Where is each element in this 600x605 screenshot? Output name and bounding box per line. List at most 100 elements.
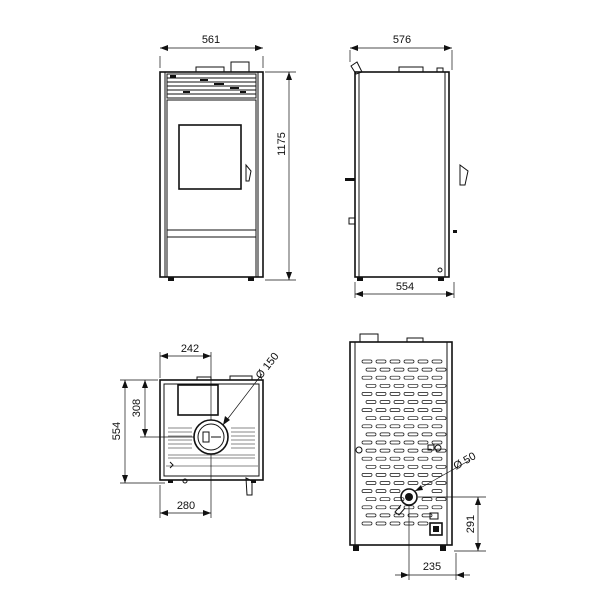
rear-vent-slot bbox=[403, 456, 415, 461]
front-view: 561 1175 bbox=[159, 34, 296, 281]
rear-view: Ø 50 291 235 bbox=[349, 333, 486, 580]
front-top-grille bbox=[166, 73, 257, 99]
rear-vent-slot bbox=[435, 481, 447, 485]
rear-vent-slot bbox=[417, 440, 429, 445]
rear-vent-slot bbox=[407, 464, 419, 469]
rear-vent-slot bbox=[361, 359, 373, 364]
rear-vent-slot bbox=[403, 424, 415, 429]
rear-vent-slot bbox=[393, 481, 405, 485]
rear-vent-slot bbox=[393, 464, 405, 469]
front-height-label: 1175 bbox=[276, 132, 288, 156]
rear-air-inlet-diameter-label: Ø 50 bbox=[452, 450, 479, 472]
rear-vent-slot bbox=[393, 448, 405, 453]
rear-vent-slot bbox=[389, 505, 401, 510]
rear-vent-slot bbox=[431, 505, 443, 510]
rear-vent-slot bbox=[403, 392, 415, 396]
front-width-label: 561 bbox=[202, 34, 220, 46]
side-door-handle-icon bbox=[459, 164, 469, 186]
rear-vent-slot bbox=[407, 383, 419, 388]
rear-power-socket-icon bbox=[429, 522, 443, 536]
rear-vent-slot bbox=[431, 408, 443, 412]
rear-vent-slot bbox=[435, 497, 447, 502]
rear-vent-slot bbox=[421, 400, 433, 404]
rear-vent-slot bbox=[375, 408, 387, 412]
side-foot-left bbox=[357, 277, 363, 281]
rear-vent-slot bbox=[361, 521, 373, 526]
rear-vent-slot bbox=[379, 400, 391, 404]
rear-vent-slot bbox=[379, 481, 391, 485]
front-outer-body bbox=[159, 71, 264, 278]
rear-vent-slot bbox=[435, 383, 447, 388]
rear-vent-slot bbox=[389, 456, 401, 461]
rear-vent-slot bbox=[417, 392, 429, 396]
rear-vent-slot bbox=[393, 383, 405, 388]
rear-vent-slot bbox=[403, 408, 415, 412]
front-lower-panel bbox=[166, 236, 257, 278]
rear-vent-slot bbox=[417, 408, 429, 412]
rear-vent-slot bbox=[375, 375, 387, 380]
rear-vent-slot bbox=[361, 408, 373, 412]
rear-vent-slot bbox=[379, 432, 391, 437]
rear-vent-slot bbox=[375, 424, 387, 429]
rear-vent-slot bbox=[379, 383, 391, 388]
rear-outer-body bbox=[349, 341, 453, 546]
rear-vent-slot bbox=[375, 505, 387, 510]
rear-vent-slot bbox=[361, 392, 373, 396]
rear-vent-slot bbox=[417, 521, 429, 526]
side-top-handle-icon bbox=[350, 61, 363, 75]
rear-vent-slot bbox=[435, 432, 447, 437]
rear-vent-slot bbox=[379, 448, 391, 453]
rear-vent-slot bbox=[435, 400, 447, 404]
side-outer-body bbox=[354, 71, 450, 278]
rear-vent-slot bbox=[407, 448, 419, 453]
top-outer-body bbox=[159, 379, 264, 481]
rear-inlet-offset-label: 235 bbox=[423, 561, 441, 573]
rear-vent-slot bbox=[389, 375, 401, 380]
rear-vent-slots bbox=[361, 359, 447, 526]
side-depth-bottom-label: 554 bbox=[396, 281, 414, 293]
rear-vent-slot bbox=[389, 392, 401, 396]
top-flue-x-label: 280 bbox=[177, 500, 195, 512]
rear-vent-slot bbox=[375, 489, 387, 493]
rear-vent-slot bbox=[361, 489, 373, 493]
rear-vent-slot bbox=[361, 473, 373, 477]
rear-vent-slot bbox=[379, 367, 391, 372]
rear-vent-slot bbox=[365, 416, 377, 421]
rear-air-inlet bbox=[400, 488, 418, 506]
rear-vent-slot bbox=[417, 424, 429, 429]
top-flue-diameter-label: Ø 150 bbox=[254, 351, 282, 382]
rear-vent-slot bbox=[435, 416, 447, 421]
rear-vent-slot bbox=[407, 416, 419, 421]
rear-vent-slot bbox=[407, 513, 419, 518]
rear-vent-slot bbox=[421, 464, 433, 469]
flue-diameter-leader bbox=[222, 373, 263, 426]
rear-vent-slot bbox=[393, 432, 405, 437]
rear-vent-slot bbox=[431, 392, 443, 396]
rear-vent-slot bbox=[403, 359, 415, 364]
air-inlet-diameter-leader bbox=[414, 459, 471, 492]
top-handle-icon bbox=[245, 477, 253, 496]
rear-vent-slot bbox=[431, 489, 443, 493]
rear-vent-slot bbox=[375, 359, 387, 364]
rear-vent-slot bbox=[417, 473, 429, 477]
door-handle-icon bbox=[245, 163, 252, 182]
rear-vent-slot bbox=[375, 456, 387, 461]
rear-vent-slot bbox=[379, 497, 391, 502]
rear-vent-slot bbox=[365, 513, 377, 518]
front-foot-left bbox=[168, 277, 174, 281]
rear-vent-slot bbox=[431, 359, 443, 364]
rear-vent-slot bbox=[431, 424, 443, 429]
side-view: 576 554 bbox=[345, 34, 469, 298]
rear-vent-slot bbox=[361, 424, 373, 429]
rear-vent-slot bbox=[421, 367, 433, 372]
rear-vent-slot bbox=[393, 367, 405, 372]
rear-flue-stub bbox=[359, 333, 379, 343]
top-vent-slots-right bbox=[231, 427, 255, 449]
front-foot-right bbox=[248, 277, 254, 281]
rear-vent-slot bbox=[365, 464, 377, 469]
rear-vent-slot bbox=[421, 416, 433, 421]
rear-vent-slot bbox=[365, 383, 377, 388]
rear-vent-slot bbox=[379, 416, 391, 421]
